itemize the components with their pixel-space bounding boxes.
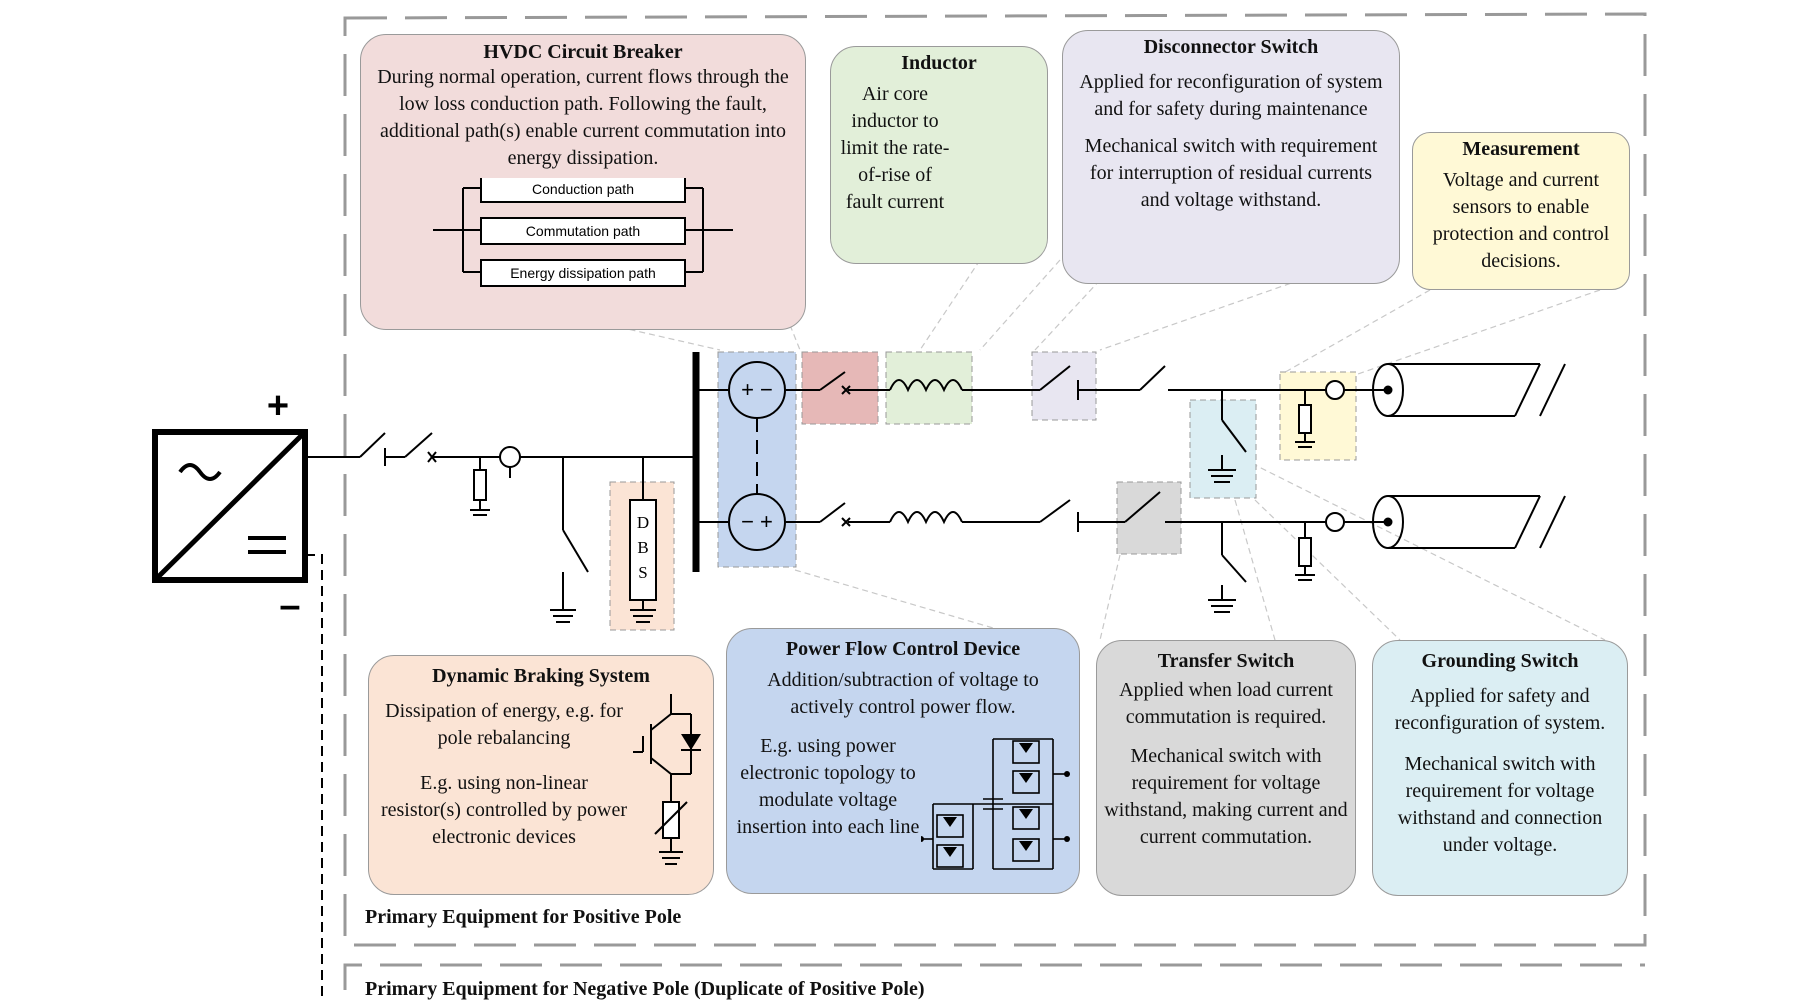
top-line bbox=[696, 361, 1390, 483]
converter-plus-label: + bbox=[267, 385, 289, 427]
breaker-highlight bbox=[801, 351, 879, 425]
disconnector-switch-box: Disconnector Switch Applied for reconfig… bbox=[1062, 30, 1400, 284]
disconnector-switch-title: Disconnector Switch bbox=[1143, 36, 1319, 58]
power-electronic-topology-icon bbox=[921, 738, 1070, 870]
converter-negative-lead bbox=[305, 554, 323, 1000]
power-flow-control-device-text-1: Addition/subtraction of voltage to activ… bbox=[767, 669, 1039, 718]
energy-dissipation-path-label: Energy dissipation path bbox=[510, 265, 656, 281]
pfcd-bottom-symbol: − + bbox=[741, 509, 773, 534]
transfer-switch-box: Transfer Switch Applied when load curren… bbox=[1096, 640, 1356, 896]
hvdc-circuit-breaker-box: HVDC Circuit Breaker During normal opera… bbox=[360, 34, 806, 330]
conduction-path-label: Conduction path bbox=[532, 181, 634, 197]
grounding-switch-title: Grounding Switch bbox=[1421, 650, 1579, 672]
hvdc-circuit-breaker-text: During normal operation, current flows t… bbox=[377, 66, 789, 169]
pfcd-top-symbol: + − bbox=[741, 377, 773, 402]
disconnector-switch-text-2: Mechanical switch with requirement for i… bbox=[1084, 135, 1378, 211]
grounding-switch-box: Grounding Switch Applied for safety and … bbox=[1372, 640, 1628, 896]
transfer-highlight bbox=[1116, 481, 1182, 555]
transfer-switch-text-1: Applied when load current commutation is… bbox=[1119, 679, 1333, 728]
positive-pole-caption: Primary Equipment for Positive Pole bbox=[365, 906, 682, 928]
measurement-highlight bbox=[1279, 371, 1357, 461]
callout-lines bbox=[609, 259, 1606, 641]
positive-feeder bbox=[305, 432, 696, 623]
measurement-text: Voltage and current sensors to enable pr… bbox=[1432, 169, 1610, 272]
grounding-switch-text-2: Mechanical switch with requirement for v… bbox=[1397, 753, 1603, 856]
negative-pole-caption: Primary Equipment for Negative Pole (Dup… bbox=[365, 978, 925, 1000]
dynamic-braking-system-title: Dynamic Braking System bbox=[432, 665, 650, 687]
inductor-text: Air core inductor to limit the rate-of-r… bbox=[840, 83, 950, 213]
breaker-paths-diagram: Conduction path Commutation path Energy … bbox=[433, 178, 733, 287]
cable-top bbox=[1372, 363, 1566, 417]
negative-pole-frame bbox=[343, 963, 1645, 990]
positive-pole-frame bbox=[343, 12, 1647, 947]
disconnector-highlight bbox=[1031, 351, 1097, 421]
transfer-switch-title: Transfer Switch bbox=[1157, 650, 1295, 672]
dbs-block bbox=[629, 499, 657, 601]
dynamic-braking-system-text-1: Dissipation of energy, e.g. for pole reb… bbox=[385, 700, 623, 749]
transfer-switch-text-2: Mechanical switch with requirement for v… bbox=[1104, 745, 1348, 848]
commutation-path-label: Commutation path bbox=[526, 223, 640, 239]
inductor-highlight bbox=[885, 351, 973, 425]
measurement-title: Measurement bbox=[1462, 138, 1580, 160]
igbt-varistor-icon bbox=[633, 694, 701, 865]
power-flow-control-device-text-2: E.g. using power electronic topology to … bbox=[736, 735, 920, 838]
dynamic-braking-system-text-2: E.g. using non-linear resistor(s) contro… bbox=[380, 772, 628, 848]
power-flow-control-device-title: Power Flow Control Device bbox=[785, 638, 1021, 660]
disconnector-switch-text-1: Applied for reconfiguration of system an… bbox=[1079, 71, 1383, 120]
dbs-letter-3: S bbox=[638, 563, 647, 582]
dbs-letter-2: B bbox=[637, 538, 648, 557]
measurement-box: Measurement Voltage and current sensors … bbox=[1412, 132, 1630, 290]
bottom-line bbox=[696, 418, 1390, 613]
hvdc-circuit-breaker-title: HVDC Circuit Breaker bbox=[483, 41, 683, 63]
converter-minus-label: – bbox=[279, 585, 300, 627]
ac-dc-converter bbox=[152, 429, 308, 583]
ac-symbol bbox=[178, 463, 222, 481]
inductor-box: Inductor Air core inductor to limit the … bbox=[830, 46, 1048, 264]
dbs-letter-1: D bbox=[637, 513, 649, 532]
power-flow-control-device-box: Power Flow Control Device Addition/subtr… bbox=[726, 628, 1080, 894]
inductor-title: Inductor bbox=[901, 52, 977, 74]
grounding-switch-text-1: Applied for safety and reconfiguration o… bbox=[1394, 685, 1606, 734]
cable-bottom bbox=[1372, 495, 1566, 549]
dynamic-braking-system-box: Dynamic Braking System Dissipation of en… bbox=[368, 655, 714, 895]
